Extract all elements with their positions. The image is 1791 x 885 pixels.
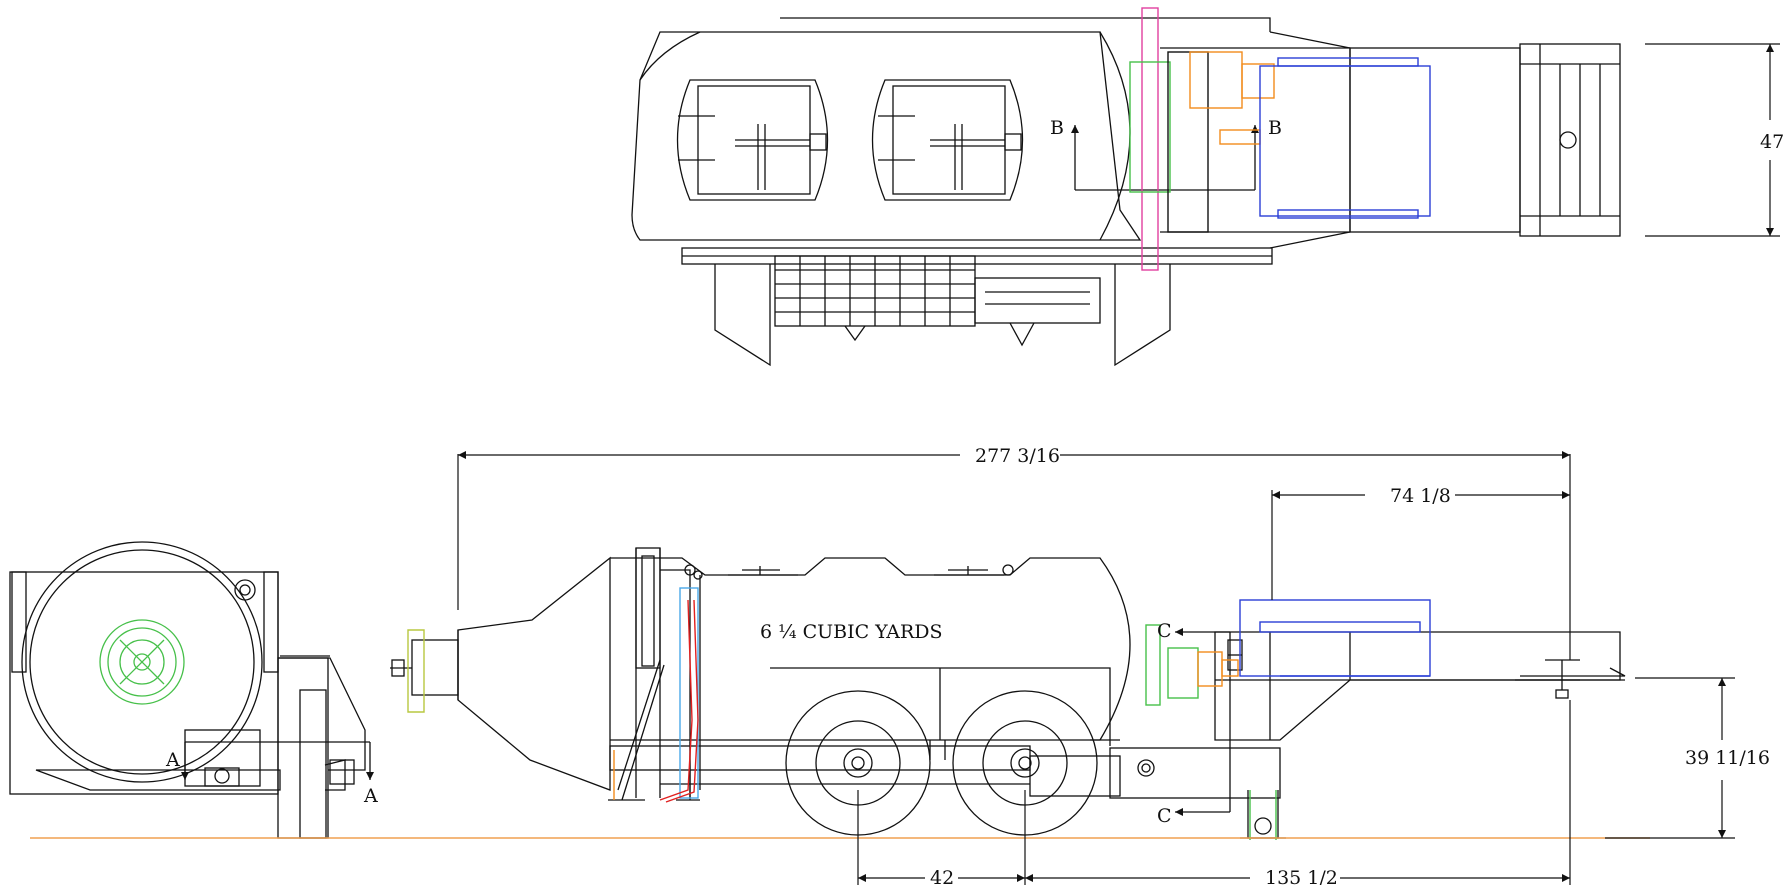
end-view-drum — [21, 541, 263, 783]
top-view-drum-body — [631, 31, 1142, 241]
dim-hitch-to-rear: 74 1/8 — [1390, 485, 1451, 507]
section-label-a-left: A — [165, 749, 180, 771]
end-view — [9, 541, 374, 839]
top-width-dimension — [1645, 43, 1780, 237]
capacity-note: 6 ¼ CUBIC YARDS — [760, 621, 943, 643]
section-label-a-right: A — [363, 785, 378, 807]
dim-height-side: 39 11/16 — [1685, 747, 1770, 769]
dim-axle-to-hitch: 135 1/2 — [1265, 867, 1338, 885]
section-label-c-bottom: C — [1157, 805, 1172, 827]
dim-top-width: 47 — [1760, 131, 1784, 153]
section-label-c-top: C — [1157, 620, 1172, 642]
mixer-drum — [610, 557, 1131, 741]
dim-axle-spacing: 42 — [930, 867, 954, 885]
side-view-colored-parts — [407, 587, 1431, 840]
section-label-b-left: B — [1050, 117, 1064, 139]
side-view — [390, 547, 1626, 839]
left-hatch — [676, 79, 829, 201]
section-label-b-right: B — [1268, 117, 1282, 139]
dim-overall-length: 277 3/16 — [975, 445, 1060, 467]
hitch-hole — [1559, 131, 1577, 149]
end-view-hub — [99, 619, 185, 705]
right-hatch — [871, 79, 1024, 201]
jack-stand — [1247, 790, 1279, 839]
dimension-lines — [457, 451, 1735, 885]
discharge-chute — [457, 556, 611, 791]
top-view-colored-parts — [1129, 7, 1431, 271]
top-view — [631, 17, 1621, 367]
